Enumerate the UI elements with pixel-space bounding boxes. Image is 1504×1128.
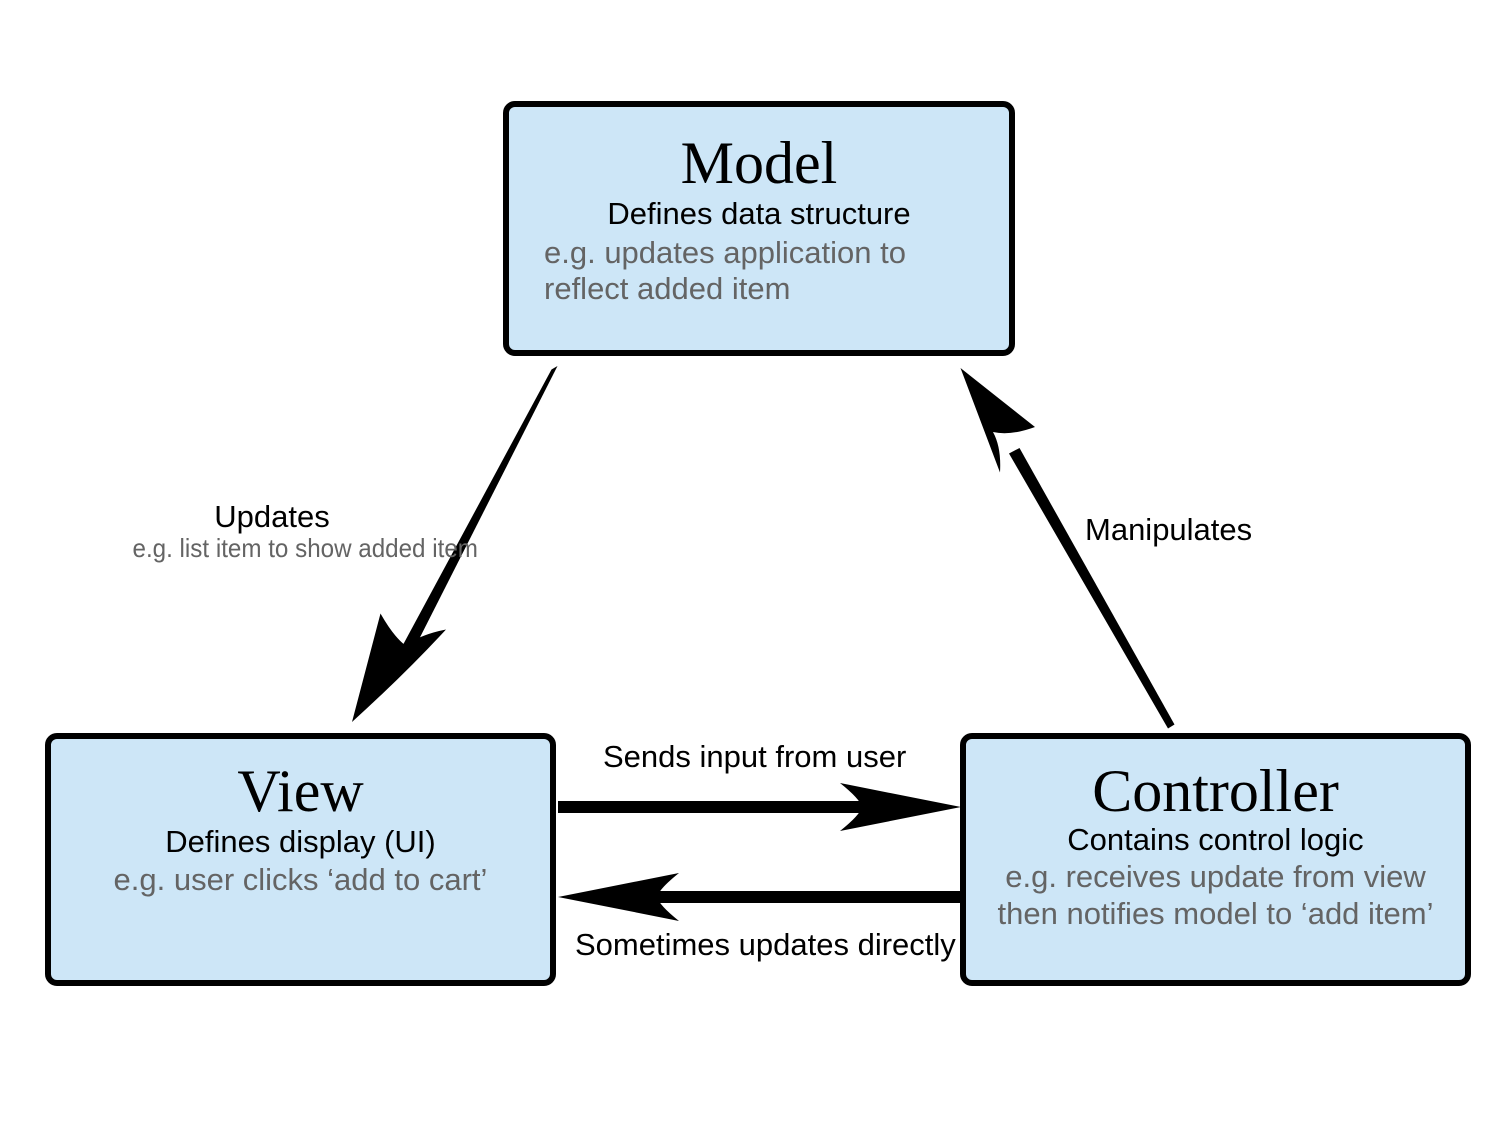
edge-label-updates: Updates e.g. list item to show added ite… — [122, 499, 478, 564]
arrow-controller-to-model — [960, 368, 1175, 729]
node-controller[interactable]: Controller Contains control logic e.g. r… — [960, 733, 1471, 986]
edge-label-sometimes-updates-main: Sometimes updates directly — [575, 927, 956, 962]
node-view-example: e.g. user clicks ‘add to cart’ — [113, 861, 488, 897]
edge-label-manipulates: Manipulates — [1085, 512, 1253, 547]
edge-label-sends-input: Sends input from user — [603, 739, 907, 774]
node-model-example-line2: added item — [637, 271, 791, 307]
edge-label-updates-main: Updates — [214, 499, 330, 534]
node-controller-example-line1: e.g. receives update from view — [1005, 858, 1426, 894]
node-model-title: Model — [680, 130, 838, 196]
edge-label-manipulates-main: Manipulates — [1085, 512, 1253, 547]
node-view-title: View — [237, 758, 364, 824]
node-model-subtitle: Defines data structure — [607, 196, 911, 231]
edge-label-sometimes-updates: Sometimes updates directly — [575, 927, 956, 962]
node-view[interactable]: View Defines display (UI) e.g. user clic… — [45, 733, 556, 986]
node-model-example-line1: e.g. updates application to reflect — [544, 234, 906, 307]
node-view-subtitle: Defines display (UI) — [165, 824, 436, 859]
node-model-example: e.g. updates application to reflect adde… — [522, 235, 996, 308]
node-controller-example-line2: then notifies model to ‘add item’ — [997, 896, 1434, 932]
node-controller-subtitle: Contains control logic — [1067, 822, 1364, 857]
node-model[interactable]: Model Defines data structure e.g. update… — [503, 101, 1015, 356]
arrow-view-to-controller — [558, 783, 961, 831]
node-controller-title: Controller — [1092, 758, 1339, 824]
edge-label-sends-input-main: Sends input from user — [603, 739, 907, 774]
edge-label-updates-example: e.g. list item to show added item — [132, 533, 478, 564]
arrow-controller-to-view — [558, 873, 961, 921]
